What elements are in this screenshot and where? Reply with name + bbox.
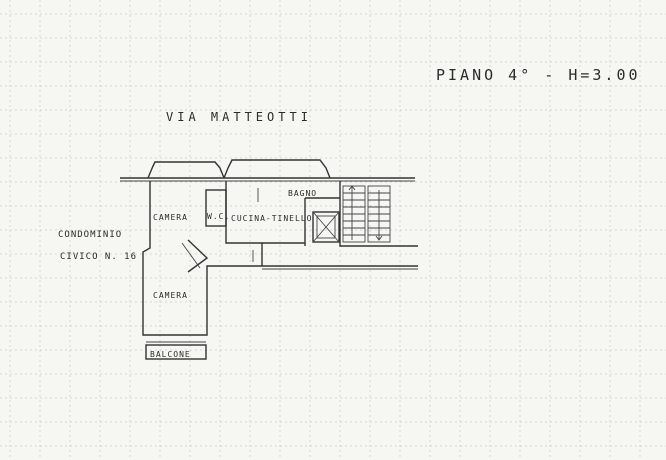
room-label-camera-top: CAMERA: [153, 213, 188, 222]
floor-label: PIANO 4° - H=3.00: [436, 66, 641, 84]
corridor-diagonal-wall: [187, 239, 209, 273]
room-label-wc: W.C.: [207, 212, 230, 221]
street-name: VIA MATTEOTTI: [166, 110, 312, 124]
neighbor-label-line2: CIVICO N. 16: [60, 252, 137, 262]
bay-window-right: [223, 159, 331, 179]
room-label-balcone: BALCONE: [150, 350, 191, 359]
partition-kitchen: [225, 181, 263, 266]
stair-arrow-down: [375, 190, 383, 241]
apartment-outer-wall-west: [142, 181, 262, 336]
staircase: [342, 185, 391, 243]
wc-room: [205, 189, 227, 227]
corridor-diagonal-door: [181, 242, 201, 269]
lift-shaft: [312, 211, 340, 243]
room-label-cucina: CUCINA-TINELLO: [231, 214, 312, 223]
balcone-outline: [145, 344, 207, 360]
stair-core-wall: [339, 181, 418, 247]
room-label-camera-bottom: CAMERA: [153, 291, 188, 300]
lift-shaft-inner: [316, 215, 336, 239]
bay-window-left: [147, 161, 225, 179]
room-label-bagno: BAGNO: [288, 189, 317, 198]
neighbor-label-line1: CONDOMINIO: [58, 230, 122, 240]
stair-arrow-up: [348, 185, 356, 240]
